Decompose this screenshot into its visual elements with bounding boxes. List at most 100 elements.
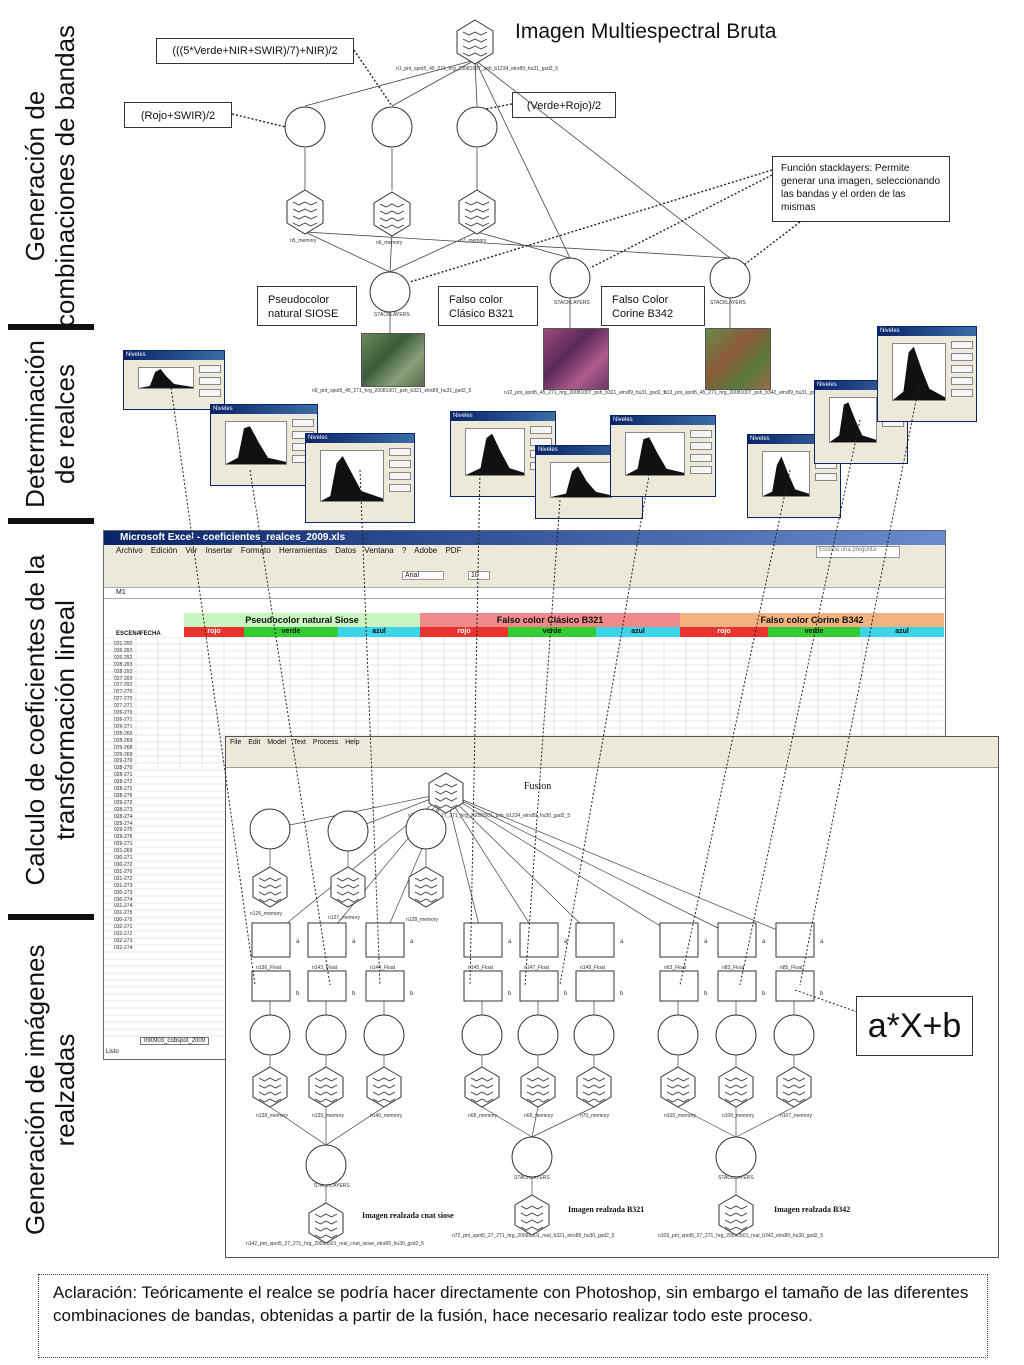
node-label: b — [620, 991, 624, 997]
niveles-dialog: Niveles — [610, 415, 716, 497]
node-label: b — [296, 991, 300, 997]
function-node — [249, 1014, 291, 1056]
node-label: b — [564, 991, 568, 997]
excel-toolbar: Arial 10 — [104, 557, 945, 588]
excel-help-box[interactable]: Escriba una pregunta — [816, 546, 900, 558]
function-node — [363, 1014, 405, 1056]
escena-cell: 028-269 — [114, 737, 133, 744]
raster-node — [408, 866, 444, 908]
output-title-b342: Imagen realzada B342 — [774, 1205, 851, 1214]
final-node-label: n142_pnt_spot5_27_271_hrg_20090501_real_… — [246, 1241, 424, 1247]
node-label: n147_Float — [524, 965, 550, 971]
node-label: a — [352, 939, 356, 945]
column-header-fecha: FECHA — [140, 631, 161, 637]
raster-node — [252, 1066, 288, 1108]
scalar-node — [365, 970, 405, 1002]
escena-cell: 031-273 — [114, 882, 133, 889]
node-label: n140_memory — [370, 1113, 402, 1119]
satellite-thumbnail — [543, 328, 609, 390]
function-node — [715, 1014, 757, 1056]
sub-header-rojo: rojo — [184, 627, 244, 637]
escena-cell: 028-273 — [114, 806, 133, 813]
node-label: n107_memory — [780, 1113, 812, 1119]
satellite-thumbnail — [705, 328, 771, 390]
node-label: n143_Float — [312, 965, 338, 971]
pseudocolor-label-box: Pseudocolor natural SIOSE — [257, 286, 357, 326]
function-node — [511, 1136, 553, 1178]
escena-cell: 029-269 — [114, 751, 133, 758]
input-node-label: n1_pnt_spot5_45_271_hrg_20081007_psh_b12… — [396, 66, 559, 72]
satellite-thumbnail — [361, 333, 425, 387]
node-label: n85_Float — [780, 965, 803, 971]
node-label: n127_memory — [328, 915, 360, 921]
escena-cell: 028-269 — [114, 730, 133, 737]
sub-header-azul: azul — [596, 627, 680, 637]
node-label: b — [820, 991, 824, 997]
scalar-node — [717, 922, 757, 958]
font-size-select[interactable]: 10 — [468, 571, 490, 580]
font-select[interactable]: Arial — [402, 571, 445, 580]
escena-cell: 030-271 — [114, 855, 133, 862]
escena-cell: 031-269 — [114, 848, 133, 855]
memory-node-label: n5_memory — [290, 238, 317, 244]
escena-cell: 030-274 — [114, 896, 133, 903]
function-node — [405, 808, 447, 850]
escena-cell: 031-272 — [114, 875, 133, 882]
raster-node — [776, 1066, 812, 1108]
linear-formula-box: a*X+b — [856, 996, 973, 1056]
node-label: b — [352, 991, 356, 997]
node-label: n138_memory — [256, 1113, 288, 1119]
escena-cell: 028-272 — [114, 779, 133, 786]
escena-cell: 032-274 — [114, 944, 133, 951]
formula-box-verde-rojo: (Verde+Rojo)/2 — [512, 92, 616, 118]
escena-cell: 029-270 — [114, 758, 133, 765]
escena-cell: 029-268 — [114, 744, 133, 751]
escena-cell: 032-273 — [114, 937, 133, 944]
sheet-tab[interactable]: 090903_cobspot_2009 — [140, 1037, 210, 1045]
node-label: n83_Float — [722, 965, 745, 971]
node-label: n128_memory — [406, 917, 438, 923]
niveles-dialog: Niveles — [305, 433, 415, 523]
cell-reference[interactable]: M1 — [104, 588, 945, 599]
node-label: a — [410, 939, 414, 945]
niveles-dialog: Niveles — [123, 350, 225, 410]
raster-node — [660, 1066, 696, 1108]
node-label: n136_Float — [256, 965, 282, 971]
excel-title-bar: Microsoft Excel - coeficientes_realces_2… — [104, 531, 945, 545]
scalar-node — [251, 970, 291, 1002]
raster-node — [718, 1194, 754, 1236]
stacklayers-node-label: STACKLAYERS — [710, 300, 746, 306]
stacklayers-node-label: STACKLAYERS — [374, 312, 410, 318]
escena-cell: 031-270 — [114, 868, 133, 875]
escena-cell: 029-271 — [114, 841, 133, 848]
scalar-node — [575, 922, 615, 958]
function-node — [517, 1014, 559, 1056]
sub-header-verde: verde — [244, 627, 338, 637]
node-label: a — [704, 939, 708, 945]
status-bar: Listo — [106, 1049, 119, 1055]
sub-header-rojo: rojo — [420, 627, 508, 637]
final-node-label: n72_pnt_spot5_27_271_hrg_20090501_real_b… — [452, 1233, 615, 1239]
function-node — [657, 1014, 699, 1056]
escena-cell: 029-274 — [114, 820, 133, 827]
node-label: n139_memory — [312, 1113, 344, 1119]
sub-header-verde: verde — [768, 627, 860, 637]
scalar-node — [307, 970, 347, 1002]
diagram-title: Imagen Multiespectral Bruta — [515, 20, 777, 43]
node-label: n145_Float — [468, 965, 494, 971]
function-node — [327, 810, 369, 852]
node-label: a — [620, 939, 624, 945]
scalar-node — [463, 922, 503, 958]
output-title-b321: Imagen realzada B321 — [568, 1205, 645, 1214]
escena-cell: 028-272 — [114, 786, 133, 793]
node-label: a — [296, 939, 300, 945]
top-diagram-graphics — [231, 19, 801, 340]
escena-cell: 027-270 — [114, 696, 133, 703]
output-node-label: n12_pnt_spot5_45_271_hrg_20081007_psh_b3… — [504, 390, 667, 396]
raster-node — [308, 1202, 344, 1244]
sub-header-verde: verde — [508, 627, 596, 637]
escena-cell: 027-271 — [114, 703, 133, 710]
scalar-node — [775, 970, 815, 1002]
group-header-corine: Falso color Corine B342 — [680, 613, 944, 627]
